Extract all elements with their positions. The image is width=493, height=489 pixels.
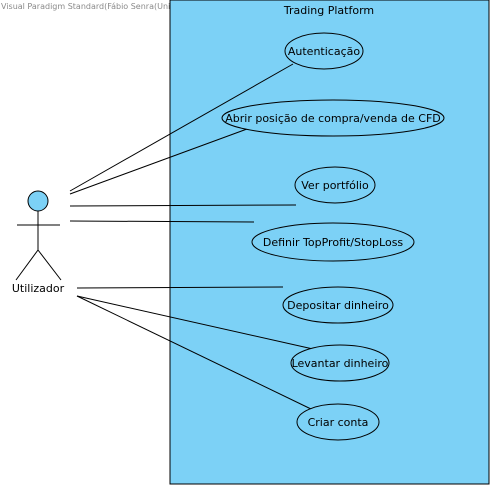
- use-case-depositar[interactable]: Depositar dinheiro: [282, 286, 394, 324]
- association-ver-portfolio: [69, 204, 297, 207]
- actor-stick-figure-icon: [15, 190, 62, 281]
- association-depositar: [76, 286, 284, 289]
- use-case-criar-conta[interactable]: Criar conta: [296, 403, 380, 441]
- actor-head: [27, 190, 49, 212]
- use-case-label: Ver portfólio: [301, 179, 369, 192]
- use-case-autenticacao[interactable]: Autenticação: [284, 32, 364, 70]
- use-case-ver-portfolio[interactable]: Ver portfólio: [294, 166, 376, 204]
- use-case-definir-tp-sl[interactable]: Definir TopProfit/StopLoss: [251, 222, 415, 262]
- use-case-label: Abrir posição de compra/venda de CFD: [225, 112, 441, 125]
- use-case-label: Depositar dinheiro: [287, 299, 389, 312]
- associations: [69, 63, 314, 410]
- actor-left-leg: [15, 249, 39, 281]
- association-autenticacao: [69, 63, 294, 192]
- use-case-label: Levantar dinheiro: [292, 357, 389, 370]
- use-case-label: Criar conta: [308, 416, 369, 429]
- system-title: Trading Platform: [283, 4, 374, 17]
- actor-right-leg: [37, 249, 62, 281]
- use-case-ellipse: [284, 32, 364, 70]
- watermark-text: Visual Paradigm Standard(Fábio Senra(Uni…: [1, 2, 255, 11]
- association-criar-conta: [76, 295, 312, 410]
- association-abrir-posicao: [69, 128, 248, 195]
- association-levantar: [76, 295, 314, 350]
- use-case-abrir-posicao[interactable]: Abrir posição de compra/venda de CFD: [221, 99, 445, 137]
- use-case-levantar[interactable]: Levantar dinheiro: [290, 344, 390, 382]
- association-definir-tp-sl: [69, 220, 255, 223]
- actor-utilizador[interactable]: Utilizador: [12, 190, 65, 295]
- use-case-ellipse: [221, 99, 445, 137]
- use-case-label: Definir TopProfit/StopLoss: [263, 236, 404, 249]
- use-case-ellipse: [251, 222, 415, 262]
- use-case-ellipse: [296, 403, 380, 441]
- use-case-ellipse: [290, 344, 390, 382]
- use-case-ellipse: [282, 286, 394, 324]
- actor-name: Utilizador: [12, 282, 65, 295]
- use-case-label: Autenticação: [288, 45, 360, 58]
- use-case-ellipse: [294, 166, 376, 204]
